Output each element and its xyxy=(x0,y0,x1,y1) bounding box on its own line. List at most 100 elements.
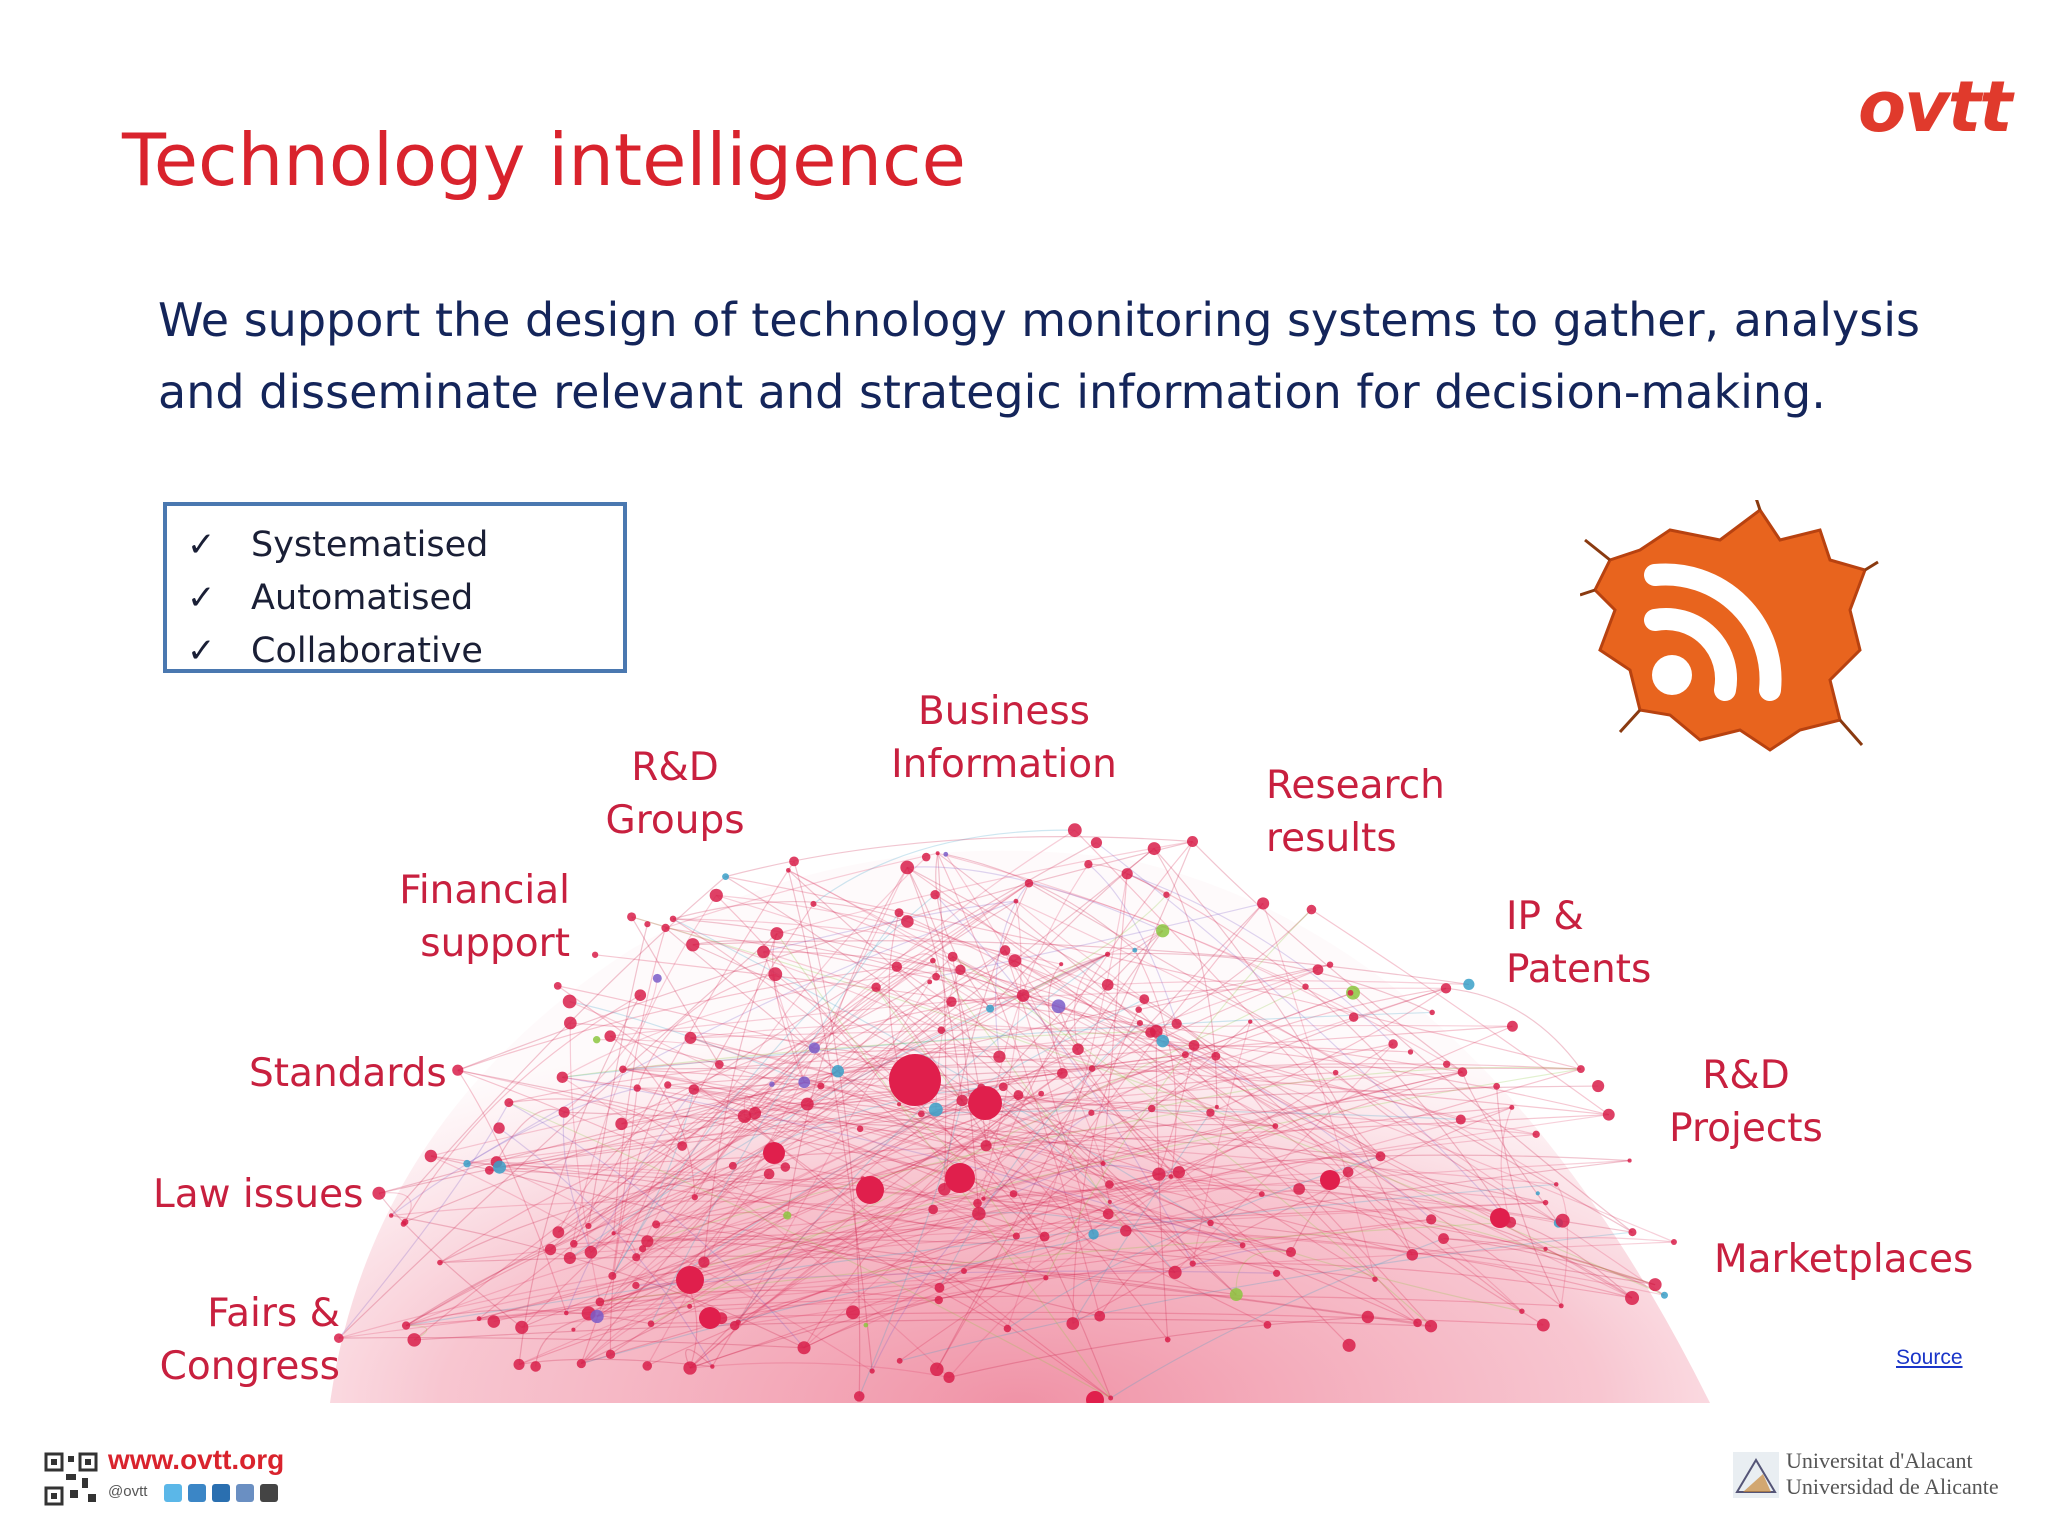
network-edge xyxy=(631,916,720,1065)
network-edge xyxy=(611,894,936,1277)
network-node xyxy=(437,1259,443,1266)
network-node xyxy=(333,1333,344,1343)
network-edge xyxy=(693,1088,1292,1253)
network-edge xyxy=(667,1025,1513,1086)
network-edge xyxy=(763,951,1141,1024)
network-edge xyxy=(621,1085,821,1125)
network-edge xyxy=(489,1169,1656,1286)
network-edge xyxy=(405,1309,652,1327)
network-edge xyxy=(1431,1218,1656,1286)
network-edge xyxy=(635,1114,1609,1287)
network-node xyxy=(934,1295,943,1305)
network-edge xyxy=(499,1166,873,1372)
network-edge xyxy=(1555,1183,1569,1306)
network-node xyxy=(1347,989,1354,996)
network-node xyxy=(1059,962,1064,967)
network-node xyxy=(800,1097,814,1111)
network-edge xyxy=(771,829,1076,1085)
network-edge xyxy=(1126,873,1306,988)
network-edge xyxy=(635,856,927,1258)
network-node xyxy=(1306,904,1317,915)
network-node xyxy=(1553,1182,1559,1187)
network-edge xyxy=(1058,1005,1211,1114)
network-edge xyxy=(776,840,1193,935)
network-edge xyxy=(725,876,1194,1265)
source-link[interactable]: Source xyxy=(1896,1346,1963,1369)
network-edge xyxy=(439,1159,1630,1264)
network-edge xyxy=(980,1087,1176,1273)
network-edge xyxy=(1018,1094,1546,1204)
network-edge xyxy=(569,1094,1019,1259)
network-edge xyxy=(406,1294,1562,1327)
network-node xyxy=(562,994,577,1009)
checklist-label: Systematised xyxy=(251,524,489,565)
network-edge xyxy=(613,1232,1432,1327)
network-node xyxy=(998,1082,1008,1092)
network-edge xyxy=(672,900,908,923)
category-financial-support: Financial support xyxy=(399,868,570,966)
network-node xyxy=(1039,1231,1050,1242)
network-node xyxy=(1188,1040,1200,1051)
network-edge xyxy=(1153,848,1413,1256)
network-node xyxy=(1108,1395,1114,1401)
network-node xyxy=(1013,898,1019,904)
network-edge xyxy=(1192,1021,1251,1264)
network-node xyxy=(1361,1310,1374,1324)
network-node xyxy=(1258,1191,1265,1197)
network-edge xyxy=(479,1241,1674,1320)
network-node xyxy=(1576,1065,1585,1073)
network-edge xyxy=(467,1163,1292,1253)
network-node xyxy=(515,1320,529,1334)
network-edge xyxy=(672,918,1059,1007)
network-node xyxy=(608,1271,617,1280)
network-edge xyxy=(862,1123,1276,1180)
network-edge xyxy=(496,1161,1109,1215)
network-edge xyxy=(725,836,1193,878)
network-edge xyxy=(963,1106,1512,1272)
network-node xyxy=(1105,951,1111,957)
network-node xyxy=(476,1316,482,1322)
network-edge xyxy=(981,1063,1581,1089)
network-edge xyxy=(610,969,1319,1355)
network-edge xyxy=(1235,1250,1292,1295)
network-edge xyxy=(478,1071,1463,1320)
network-node xyxy=(1008,954,1022,968)
network-node xyxy=(1084,860,1093,869)
network-edge xyxy=(935,1108,1180,1173)
network-edge xyxy=(646,949,1006,1242)
network-node xyxy=(619,1065,627,1074)
network-edge xyxy=(518,1162,1104,1365)
network-edge xyxy=(405,1173,770,1327)
network-edge xyxy=(1015,900,1145,1000)
network-edge xyxy=(613,927,667,1234)
network-hub-node xyxy=(856,1176,884,1204)
network-edge xyxy=(983,1194,1095,1235)
network-edge xyxy=(1461,1071,1559,1224)
network-node xyxy=(1372,1276,1378,1282)
network-edge xyxy=(647,1238,1376,1280)
network-edge xyxy=(936,841,1194,1370)
network-node xyxy=(1016,989,1030,1002)
linkedin-icon xyxy=(212,1484,230,1502)
network-node xyxy=(973,1198,982,1208)
network-node xyxy=(644,921,651,928)
network-node xyxy=(1013,1090,1024,1101)
network-node xyxy=(684,1031,697,1044)
network-edge xyxy=(989,848,1155,1010)
network-node xyxy=(1024,879,1034,888)
ovtt-logo: ovtt xyxy=(1858,66,2013,148)
category-standards: Standards xyxy=(249,1051,447,1096)
network-node xyxy=(688,1084,700,1095)
network-node xyxy=(585,1222,592,1230)
network-edge xyxy=(646,867,908,1367)
delicious-icon xyxy=(236,1484,254,1502)
network-edge xyxy=(803,1072,1063,1349)
network-edge xyxy=(590,1239,637,1258)
network-edge xyxy=(569,1145,987,1259)
network-node xyxy=(1332,1069,1339,1076)
network-node xyxy=(571,1327,576,1332)
network-node xyxy=(1388,1039,1398,1049)
network-node xyxy=(993,1050,1006,1063)
network-edge xyxy=(1156,1030,1461,1121)
network-edge xyxy=(489,1072,1336,1171)
